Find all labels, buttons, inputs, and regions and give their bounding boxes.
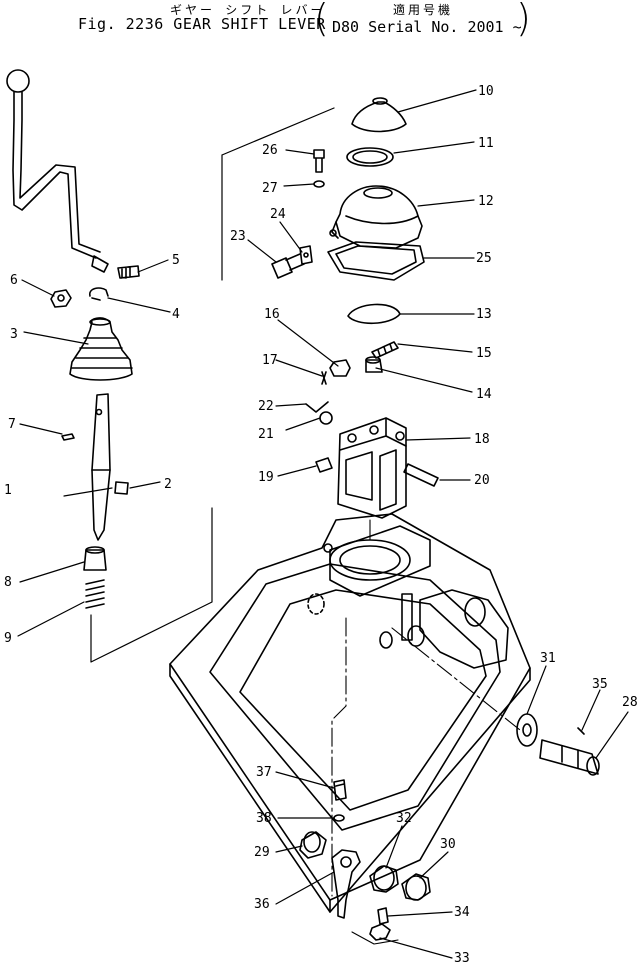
shift-lever-rod: [6, 69, 109, 273]
bushing-part-14: [365, 356, 383, 373]
bolt-part-37: [333, 779, 347, 801]
callout-34: 34: [454, 905, 470, 920]
right-parenthesis: ): [516, 0, 531, 40]
washer-part-27: [313, 180, 325, 188]
bushing-part-29: [299, 831, 327, 859]
callout-5: 5: [172, 253, 180, 268]
bushing-part-32: [369, 865, 399, 893]
bracket-part-18: [337, 417, 407, 519]
leader-lines: [17, 89, 629, 959]
spring-part-9: [85, 579, 105, 609]
pin-part-17: [321, 371, 327, 385]
callout-2: 2: [164, 477, 172, 492]
cap-part-10: [351, 97, 407, 133]
nut-part-33: [369, 923, 391, 941]
case-centerline: [331, 617, 347, 897]
nut-part-6: [50, 289, 72, 308]
lever-part-36: [331, 849, 361, 919]
callout-7: 7: [8, 417, 16, 432]
callout-numbers: 1 2 3 4 5 6 7 8 9 10 11 12 13 14 15 16 1…: [4, 84, 638, 966]
callout-24: 24: [270, 207, 286, 222]
bolt-part-23: [271, 253, 305, 279]
japanese-title: ギヤー シフト レバー: [170, 3, 326, 17]
callout-33: 33: [454, 951, 470, 966]
callout-18: 18: [474, 432, 490, 447]
bolt-part-5: [117, 265, 140, 279]
assembly-frame: [221, 107, 335, 281]
callout-10: 10: [478, 84, 494, 99]
callout-31: 31: [540, 651, 556, 666]
japanese-serial-label: 適用号機: [393, 3, 454, 17]
washer-part-31: [516, 713, 538, 747]
callout-12: 12: [478, 194, 494, 209]
callout-21: 21: [258, 427, 274, 442]
boot-part-3: [69, 317, 133, 381]
pin-part-7: [61, 433, 75, 441]
callout-20: 20: [474, 473, 490, 488]
callout-14: 14: [476, 387, 492, 402]
ring-part-11: [346, 147, 394, 167]
callout-26: 26: [262, 143, 278, 158]
gear-case: [169, 513, 531, 913]
ring-part-21: [319, 411, 333, 425]
nut-part-16: [329, 359, 351, 377]
callout-13: 13: [476, 307, 492, 322]
clip-part-4: [89, 287, 109, 301]
pin-part-20: [403, 463, 439, 487]
callout-19: 19: [258, 470, 274, 485]
shaft-part-28: [539, 739, 600, 776]
bushing-part-19: [315, 457, 333, 473]
callout-4: 4: [172, 307, 180, 322]
gasket-part-25: [327, 241, 425, 281]
callout-11: 11: [478, 136, 494, 151]
bolt-part-15: [371, 341, 399, 359]
lever-shaft-part-1: [91, 393, 111, 541]
callout-30: 30: [440, 837, 456, 852]
callout-8: 8: [4, 575, 12, 590]
callout-28: 28: [622, 695, 638, 710]
pin-part-2: [114, 481, 129, 495]
bushing-part-8: [83, 546, 107, 571]
callout-22: 22: [258, 399, 274, 414]
pin-part-35: [577, 727, 585, 735]
callout-29: 29: [254, 845, 270, 860]
callout-16: 16: [264, 307, 280, 322]
disc-part-13: [347, 303, 401, 325]
centerline: [90, 507, 213, 663]
bolt-part-26: [313, 149, 325, 173]
left-parenthesis: (: [314, 0, 329, 40]
bolt-part-34: [377, 907, 389, 925]
bushing-part-30: [401, 873, 431, 901]
callout-3: 3: [10, 327, 18, 342]
callout-1: 1: [4, 483, 12, 498]
serial-range: D80 Serial No. 2001 ~: [332, 18, 522, 36]
callout-9: 9: [4, 631, 12, 646]
callout-27: 27: [262, 181, 278, 196]
callout-6: 6: [10, 273, 18, 288]
callout-23: 23: [230, 229, 246, 244]
callout-38: 38: [256, 811, 272, 826]
callout-15: 15: [476, 346, 492, 361]
callout-36: 36: [254, 897, 270, 912]
figure-title: Fig. 2236 GEAR SHIFT LEVER: [78, 15, 326, 33]
callout-32: 32: [396, 811, 412, 826]
shaft-centerline: [391, 627, 521, 731]
callout-37: 37: [256, 765, 272, 780]
callout-17: 17: [262, 353, 278, 368]
plate-part-24: [299, 245, 313, 265]
housing-part-12: [329, 185, 423, 249]
callout-35: 35: [592, 677, 608, 692]
callout-25: 25: [476, 251, 492, 266]
pin-part-22: [305, 401, 329, 413]
washer-part-38: [333, 814, 345, 822]
